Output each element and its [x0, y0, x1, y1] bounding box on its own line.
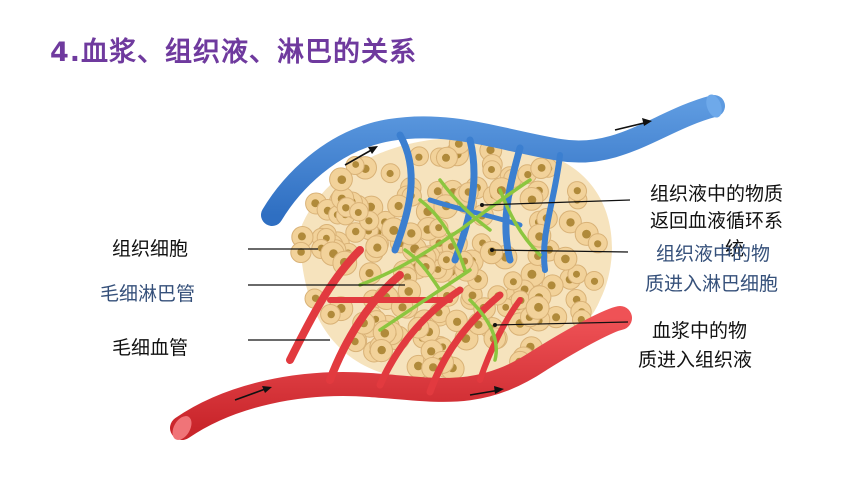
cell-nucleus: [566, 218, 575, 227]
label-lymph-line1: 组织液中的物: [656, 243, 771, 265]
cell-nucleus: [352, 161, 360, 168]
vein-main: [261, 95, 725, 226]
vein-capillaries: [391, 131, 563, 273]
cell-nucleus: [434, 266, 442, 273]
cell-nucleus: [535, 232, 544, 241]
label-lymph-line2: 质进入淋巴细胞: [645, 273, 779, 295]
cell-nucleus: [352, 227, 360, 236]
cell-nucleus: [454, 140, 463, 148]
flow-arrowheads: [262, 118, 652, 394]
cell-nucleus: [453, 317, 462, 326]
cell-nucleus: [404, 287, 414, 296]
cell-nucleus: [429, 363, 438, 372]
cell-nucleus: [527, 195, 537, 205]
cell-nucleus: [509, 278, 517, 286]
cell-nucleus: [474, 320, 483, 329]
label-blood-capillary: 毛细血管: [112, 337, 189, 359]
label-return-line1: 组织液中的物质: [650, 183, 784, 205]
cell-nucleus: [414, 361, 423, 371]
cell-nucleus: [594, 240, 602, 248]
vein-end: [706, 94, 722, 118]
cell-nucleus: [582, 229, 591, 239]
label-return-line3: 统: [725, 238, 745, 260]
cell-nucleus: [524, 171, 532, 179]
cell-nucleus: [442, 153, 450, 162]
leader-dots: [480, 203, 497, 327]
cell-nucleus: [377, 345, 386, 355]
cell-nucleus: [327, 310, 335, 319]
cell-nucleus: [573, 187, 581, 195]
cell-nucleus: [354, 209, 362, 216]
cell-nucleus: [297, 232, 306, 241]
cell-nucleus: [389, 225, 399, 235]
cell-nucleus: [365, 269, 374, 278]
cell-nucleus: [442, 256, 450, 264]
lymph-capillaries: [358, 178, 542, 362]
cell-nucleus: [394, 201, 403, 211]
cell-nucleus: [415, 153, 423, 161]
cell-nucleus: [337, 175, 347, 184]
cell-nucleus: [468, 291, 477, 300]
label-lymph-capillary: 毛细淋巴管: [100, 283, 196, 305]
cell-nucleus: [373, 243, 382, 252]
label-tissue-cell: 组织细胞: [112, 238, 189, 260]
cell-nucleus: [403, 273, 412, 282]
cell-nucleus: [297, 248, 305, 256]
cell-nucleus: [488, 166, 495, 173]
cell-nucleus: [386, 169, 394, 178]
leader-lines: [248, 199, 631, 341]
label-plasma-line1: 血浆中的物: [652, 320, 748, 342]
cell-nucleus: [380, 328, 390, 338]
cell-nucleus: [527, 269, 537, 279]
artery-capillaries: [286, 246, 523, 396]
cell-nucleus: [427, 347, 436, 356]
cell-nucleus: [365, 217, 373, 225]
cell-nucleus: [407, 229, 416, 238]
cell-nucleus: [502, 303, 510, 311]
artery-end: [172, 416, 192, 440]
cell-nucleus: [561, 254, 570, 264]
label-plasma-line2: 质进入组织液: [638, 349, 753, 371]
cell-nucleus: [433, 187, 442, 196]
cell-nucleus: [398, 303, 407, 312]
cell-nucleus: [486, 145, 495, 155]
cell-nucleus: [573, 270, 580, 278]
cell-nucleus: [435, 224, 443, 232]
cell-nucleus: [311, 199, 320, 208]
page-title: 4.血浆、组织液、淋巴的关系: [50, 37, 418, 68]
cell-nucleus: [537, 164, 546, 172]
label-return-line2: 返回血液循环系: [650, 210, 784, 232]
cell-nucleus: [590, 277, 599, 285]
cell-nucleus: [534, 302, 543, 312]
cell-nucleus: [552, 313, 561, 322]
cell-nucleus: [547, 281, 556, 290]
cell-nucleus: [342, 204, 350, 212]
